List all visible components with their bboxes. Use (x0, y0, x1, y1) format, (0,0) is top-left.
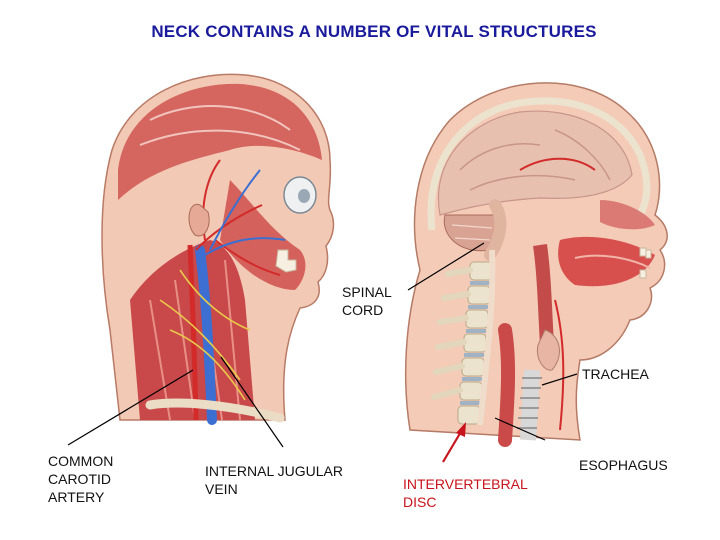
common-carotid-leader (67, 369, 194, 446)
lateral-head-dissection (101, 73, 335, 425)
label-trachea: TRACHEA (582, 366, 649, 382)
sagittal-head-section (404, 82, 668, 447)
intervertebral-disc-arrow (442, 422, 466, 463)
spinal-cord-leader (407, 242, 485, 291)
page-title: NECK CONTAINS A NUMBER OF VITAL STRUCTUR… (151, 22, 597, 41)
label-common-carotid-artery: COMMON CAROTID ARTERY (48, 453, 114, 505)
label-esophagus: ESOPHAGUS (579, 457, 668, 473)
internal-jugular-leader (220, 356, 284, 448)
esophagus-leader (494, 417, 546, 441)
label-intervertebral-disc: INTERVERTEBRAL DISC (403, 476, 528, 510)
label-spinal-cord: SPINAL CORD (342, 284, 392, 318)
leader-lines (67, 242, 578, 448)
trachea-rings (517, 369, 542, 441)
label-internal-jugular-vein: INTERNAL JUGULAR VEIN (205, 463, 343, 497)
trachea-leader (541, 373, 578, 386)
